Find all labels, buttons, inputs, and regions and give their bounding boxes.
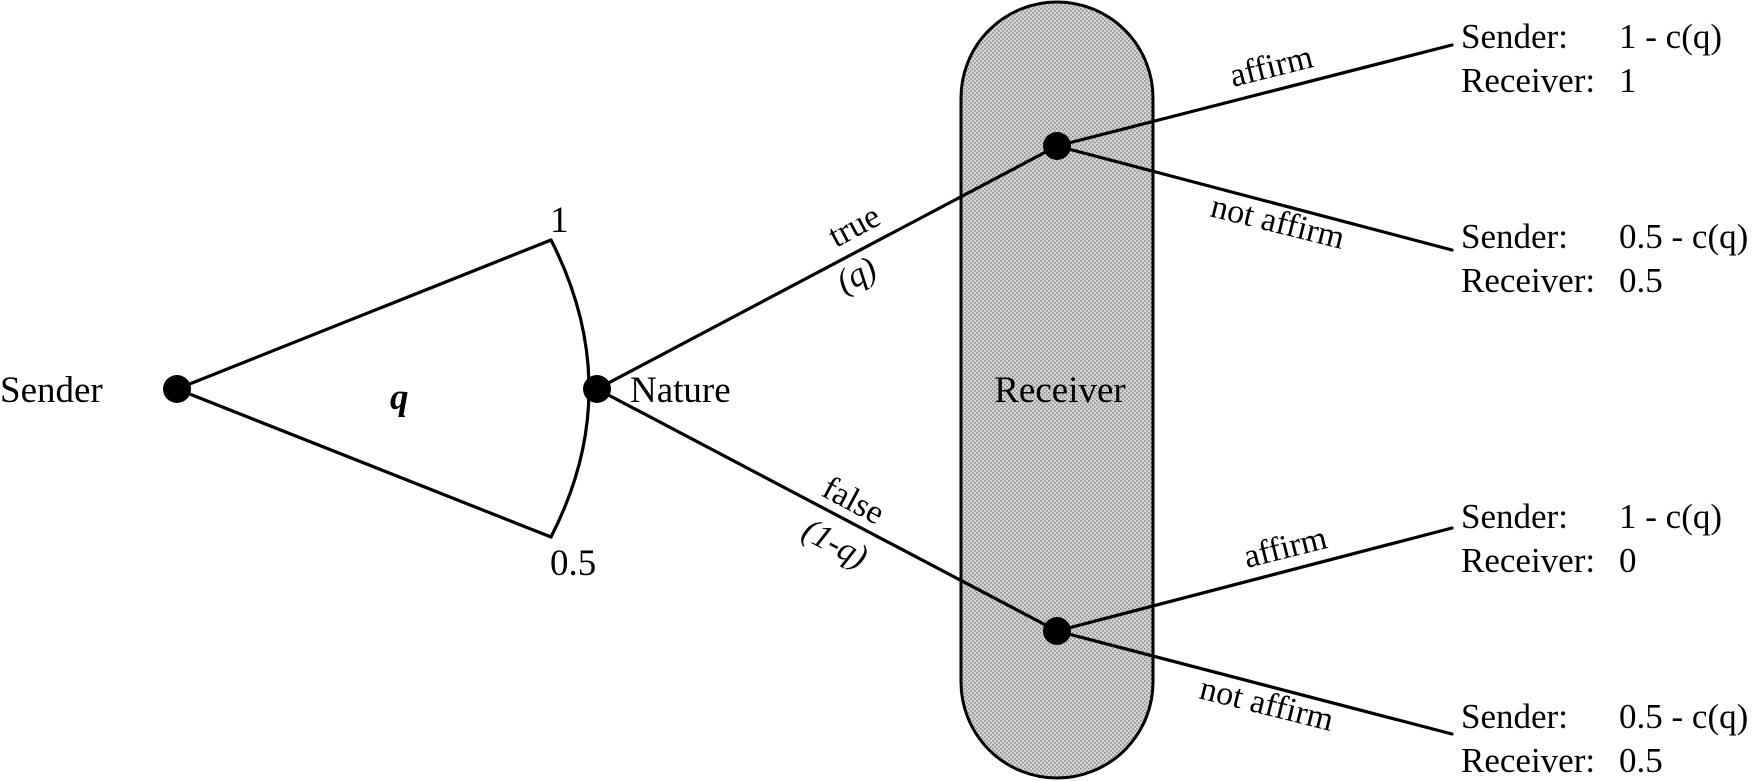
payoff-receiver-label: Receiver: <box>1461 261 1595 300</box>
payoff-sender-value: 1 - c(q) <box>1619 17 1722 56</box>
sender-node <box>163 375 191 403</box>
top-not-affirm-label: not affirm <box>1207 188 1348 257</box>
receiver-node-bottom <box>1043 617 1071 645</box>
bottom-affirm-label: affirm <box>1240 519 1331 575</box>
payoff-sender-label: Sender: <box>1461 697 1568 736</box>
true-probability-label: (q) <box>830 250 882 301</box>
nature-label: Nature <box>630 370 731 411</box>
choice-upper-label: 1 <box>550 200 569 241</box>
true-branch-label: true <box>822 198 886 255</box>
payoff-top-affirm: Sender: 1 - c(q) Receiver: 1 <box>1461 17 1722 100</box>
payoff-sender-value: 1 - c(q) <box>1619 497 1722 536</box>
payoff-receiver-value: 0 <box>1619 541 1637 580</box>
payoff-bottom-not-affirm: Sender: 0.5 - c(q) Receiver: 0.5 <box>1461 697 1748 780</box>
sender-edge-upper <box>175 238 553 391</box>
action-edge-bottom-affirm <box>1055 526 1454 633</box>
nature-edge-true <box>595 144 1059 391</box>
payoff-sender-label: Sender: <box>1461 17 1568 56</box>
action-edge-bottom-not-affirm <box>1055 629 1454 736</box>
nature-node <box>583 375 611 403</box>
action-edge-top-not-affirm <box>1055 144 1454 252</box>
payoff-sender-value: 0.5 - c(q) <box>1619 217 1748 256</box>
action-edge-top-affirm <box>1055 43 1454 148</box>
payoff-sender-value: 0.5 - c(q) <box>1619 697 1748 736</box>
payoff-receiver-value: 1 <box>1619 61 1637 100</box>
choice-lower-label: 0.5 <box>550 543 596 584</box>
payoff-sender-label: Sender: <box>1461 217 1568 256</box>
payoff-sender-label: Sender: <box>1461 497 1568 536</box>
top-affirm-label: affirm <box>1226 38 1317 94</box>
receiver-label: Receiver <box>994 370 1125 411</box>
payoff-receiver-value: 0.5 <box>1619 261 1663 300</box>
payoff-receiver-label: Receiver: <box>1461 61 1595 100</box>
sender-label: Sender <box>0 370 103 411</box>
payoff-top-not-affirm: Sender: 0.5 - c(q) Receiver: 0.5 <box>1461 217 1748 300</box>
payoff-bottom-affirm: Sender: 1 - c(q) Receiver: 0 <box>1461 497 1722 580</box>
receiver-information-set <box>959 0 1155 780</box>
payoff-receiver-label: Receiver: <box>1461 541 1595 580</box>
sender-edge-lower <box>175 387 553 539</box>
choice-variable-label: q <box>390 377 409 418</box>
payoff-receiver-value: 0.5 <box>1619 741 1663 780</box>
payoff-receiver-label: Receiver: <box>1461 741 1595 780</box>
receiver-node-top <box>1043 132 1071 160</box>
bottom-not-affirm-label: not affirm <box>1196 670 1337 739</box>
nature-edge-false <box>595 387 1059 633</box>
